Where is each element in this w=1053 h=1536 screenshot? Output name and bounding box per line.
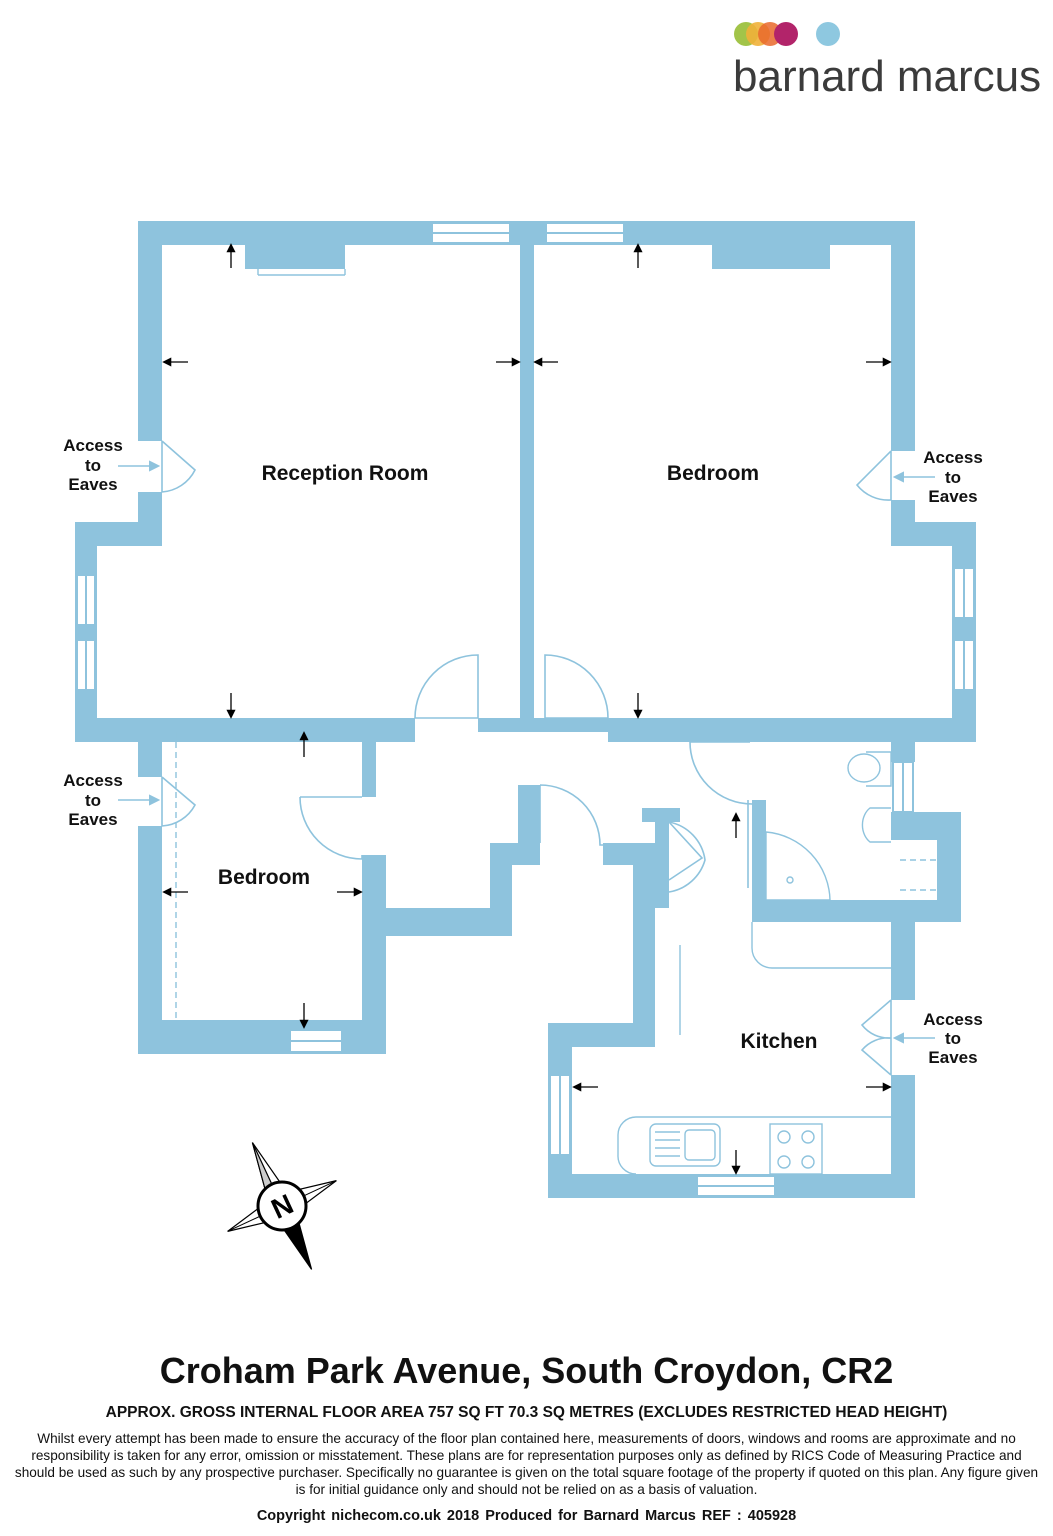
wall-segment xyxy=(138,732,162,777)
door-swing xyxy=(299,796,363,860)
wall-segment xyxy=(75,718,415,742)
compass-icon: N xyxy=(227,1142,337,1270)
toilet-icon xyxy=(847,751,892,787)
wall-segment xyxy=(891,1075,915,1198)
door-swing xyxy=(414,654,479,719)
door-swing xyxy=(689,741,753,805)
wall-segment xyxy=(138,1020,386,1054)
sink-icon xyxy=(649,1123,721,1167)
property-address: Croham Park Avenue, South Croydon, CR2 xyxy=(159,1350,894,1391)
door-swing xyxy=(668,821,706,893)
wall-segment xyxy=(952,522,976,742)
logo-dot-plum xyxy=(774,22,798,46)
door-swing xyxy=(539,784,603,846)
eaves-label: Access to Eaves xyxy=(63,771,123,829)
doors xyxy=(161,440,892,1076)
wall-segment xyxy=(633,843,655,1023)
wall-segment xyxy=(518,785,540,865)
door-swing xyxy=(161,440,196,493)
wall-segment xyxy=(891,732,915,762)
wall-segment xyxy=(75,522,97,742)
door-swing xyxy=(668,821,704,881)
walls xyxy=(75,221,976,1198)
wall-segment xyxy=(362,908,512,936)
basin-icon xyxy=(861,807,891,843)
brand-name: barnard marcus xyxy=(733,52,1042,101)
eaves-label-line: Eaves xyxy=(928,1048,977,1067)
door-swing xyxy=(855,450,892,501)
brand-logo-dots xyxy=(734,22,840,46)
eaves-label-line: to xyxy=(85,456,101,475)
fixtures xyxy=(175,269,937,1175)
wall-segment xyxy=(750,732,766,742)
hob-icon xyxy=(769,1123,823,1175)
disclaimer-text: Whilst every attempt has been made to en… xyxy=(14,1431,1039,1497)
logo-dot-blue xyxy=(816,22,840,46)
eaves-label-line: to xyxy=(945,1029,961,1048)
eaves-label-line: Access xyxy=(923,448,983,467)
copyright-footer: Copyright nichecom.co.uk 2018 Produced f… xyxy=(256,1508,797,1524)
wall-segment xyxy=(891,221,915,451)
wall-segment xyxy=(655,808,669,908)
dimension-arrows xyxy=(162,243,892,1175)
wall-segment xyxy=(362,855,386,1054)
kitchen-worktop xyxy=(617,1116,891,1175)
worktop xyxy=(751,922,891,969)
room-label-bedroom-left: Bedroom xyxy=(218,866,310,889)
eaves-label: Access to Eaves xyxy=(923,1010,983,1067)
wall-segment xyxy=(478,718,608,732)
eaves-label-line: to xyxy=(85,791,101,810)
wall-segment xyxy=(138,826,162,1054)
windows xyxy=(76,222,975,1197)
wall-segment xyxy=(490,843,512,936)
eaves-label-line: to xyxy=(945,468,961,487)
eaves-label: Access to Eaves xyxy=(63,436,123,494)
eaves-label-line: Access xyxy=(63,436,123,455)
room-label-reception: Reception Room xyxy=(262,462,429,485)
eaves-label-line: Eaves xyxy=(928,487,977,506)
door-swing xyxy=(544,654,609,719)
eaves-arrows xyxy=(118,460,935,1044)
door-swing xyxy=(860,999,892,1076)
wall-segment xyxy=(138,221,162,441)
wall-segment xyxy=(712,245,830,269)
wall-segment xyxy=(608,718,976,742)
eaves-label-line: Access xyxy=(63,771,123,790)
eaves-label-line: Access xyxy=(923,1010,983,1029)
wall-segment xyxy=(520,221,534,721)
wall-segment xyxy=(245,245,345,269)
wall-segment xyxy=(362,732,376,797)
eaves-label-line: Eaves xyxy=(68,475,117,494)
room-label-kitchen: Kitchen xyxy=(740,1030,817,1053)
eaves-label: Access to Eaves xyxy=(923,448,983,506)
door-swing xyxy=(161,776,197,827)
wall-segment xyxy=(752,900,961,922)
floor-area: APPROX. GROSS INTERNAL FLOOR AREA 757 SQ… xyxy=(105,1404,948,1421)
eaves-label-line: Eaves xyxy=(68,810,117,829)
shower-tray xyxy=(765,831,831,901)
room-label-bedroom-right: Bedroom xyxy=(667,462,759,485)
wall-segment xyxy=(752,800,766,922)
